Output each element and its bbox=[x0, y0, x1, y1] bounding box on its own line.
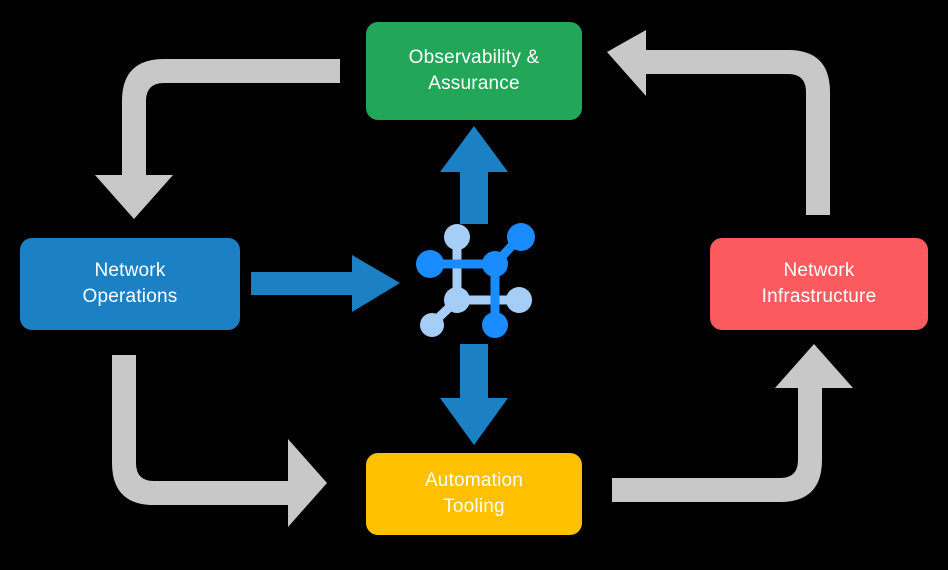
node-label-automation: Automation Tooling bbox=[424, 470, 524, 517]
node-label-observability: Observability & Assurance bbox=[408, 47, 540, 94]
arrow-operations-to-automation bbox=[112, 355, 327, 527]
arrow-operations-to-center bbox=[251, 255, 400, 312]
arrow-center-to-automation bbox=[440, 344, 508, 445]
node-network-infrastructure[interactable]: Network Infrastructure bbox=[710, 238, 928, 330]
node-label-operations: Network Operations bbox=[82, 260, 178, 307]
arrow-infrastructure-to-observability bbox=[607, 30, 830, 215]
arrow-center-to-observability bbox=[440, 126, 508, 224]
node-label-infrastructure: Network Infrastructure bbox=[761, 260, 877, 307]
network-icon-nodes-primary bbox=[416, 223, 535, 338]
node-network-operations[interactable]: Network Operations bbox=[20, 238, 240, 330]
node-automation-tooling[interactable]: Automation Tooling bbox=[366, 453, 582, 535]
node-observability-assurance[interactable]: Observability & Assurance bbox=[366, 22, 582, 120]
network-icon-nodes-secondary bbox=[420, 224, 532, 337]
arrow-automation-to-infrastructure bbox=[612, 344, 853, 502]
arrow-observability-to-operations bbox=[95, 59, 340, 219]
